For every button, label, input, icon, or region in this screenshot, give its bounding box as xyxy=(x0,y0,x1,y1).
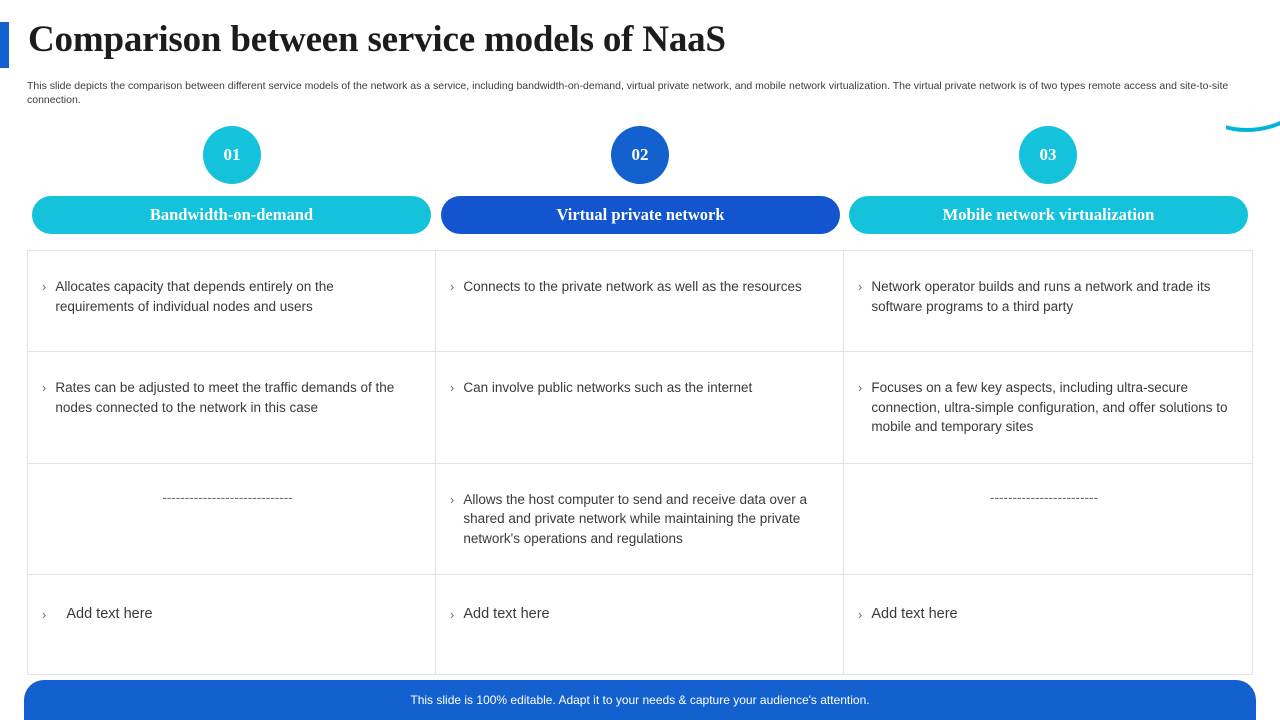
chevron-right-icon: › xyxy=(450,380,455,395)
column-header-3: Mobile network virtualization xyxy=(849,196,1248,234)
chevron-right-icon: › xyxy=(42,380,47,395)
cell-text[interactable]: Add text here xyxy=(463,606,550,622)
chevron-right-icon: › xyxy=(858,607,863,622)
arc-mask-left xyxy=(1126,0,1226,160)
step-number-badge-1: 01 xyxy=(203,126,261,184)
cell-text: Focuses on a few key aspects, including … xyxy=(871,380,1228,434)
table-cell-r2c2: › Can involve public networks such as th… xyxy=(436,352,844,463)
cell-text: Can involve public networks such as the … xyxy=(463,380,753,395)
table-row: › Add text here › Add text here › Add te… xyxy=(28,575,1252,674)
column-header-1: Bandwidth-on-demand xyxy=(32,196,431,234)
cell-text: Allocates capacity that depends entirely… xyxy=(55,279,334,314)
cell-text[interactable]: Add text here xyxy=(871,606,958,622)
chevron-right-icon: › xyxy=(42,607,47,622)
table-row: ----------------------------- › Allows t… xyxy=(28,463,1252,575)
chevron-right-icon: › xyxy=(450,279,455,294)
step-number-badge-3: 03 xyxy=(1019,126,1077,184)
table-row: › Rates can be adjusted to meet the traf… xyxy=(28,352,1252,464)
title-accent-bar xyxy=(0,22,9,68)
column-header-2: Virtual private network xyxy=(441,196,840,234)
cell-placeholder-dashes: ------------------------ xyxy=(990,489,1098,505)
cell-text: Allows the host computer to send and rec… xyxy=(463,491,808,546)
table-cell-r3c1: ----------------------------- xyxy=(28,463,436,574)
table-cell-r4c3[interactable]: › Add text here xyxy=(844,575,1252,674)
cell-placeholder-dashes: ----------------------------- xyxy=(162,489,293,505)
page-title: Comparison between service models of Naa… xyxy=(28,19,726,60)
footer-bar: This slide is 100% editable. Adapt it to… xyxy=(24,680,1256,720)
table-cell-r4c2[interactable]: › Add text here xyxy=(436,575,844,674)
chevron-right-icon: › xyxy=(858,380,863,395)
table-cell-r1c2: › Connects to the private network as wel… xyxy=(436,251,844,351)
cell-text: Network operator builds and runs a netwo… xyxy=(871,279,1211,314)
cell-text: Connects to the private network as well … xyxy=(463,279,802,294)
chevron-right-icon: › xyxy=(858,279,863,294)
chevron-right-icon: › xyxy=(42,279,47,294)
chevron-right-icon: › xyxy=(450,607,455,622)
cell-text: Rates can be adjusted to meet the traffi… xyxy=(55,380,395,415)
footer-note: This slide is 100% editable. Adapt it to… xyxy=(410,693,870,707)
cell-text[interactable]: Add text here xyxy=(66,606,153,622)
table-cell-r4c1[interactable]: › Add text here xyxy=(28,575,436,674)
table-cell-r3c2: › Allows the host computer to send and r… xyxy=(436,463,844,574)
step-number-badge-2: 02 xyxy=(611,126,669,184)
table-cell-r2c3: › Focuses on a few key aspects, includin… xyxy=(844,352,1252,463)
table-row: › Allocates capacity that depends entire… xyxy=(28,251,1252,352)
table-cell-r3c3: ------------------------ xyxy=(844,464,1252,575)
table-cell-r1c3: › Network operator builds and runs a net… xyxy=(844,251,1252,351)
comparison-table: › Allocates capacity that depends entire… xyxy=(27,250,1253,675)
table-cell-r2c1: › Rates can be adjusted to meet the traf… xyxy=(28,352,436,463)
chevron-right-icon: › xyxy=(450,491,455,507)
page-subtitle: This slide depicts the comparison betwee… xyxy=(27,80,1229,106)
table-cell-r1c1: › Allocates capacity that depends entire… xyxy=(28,251,436,351)
